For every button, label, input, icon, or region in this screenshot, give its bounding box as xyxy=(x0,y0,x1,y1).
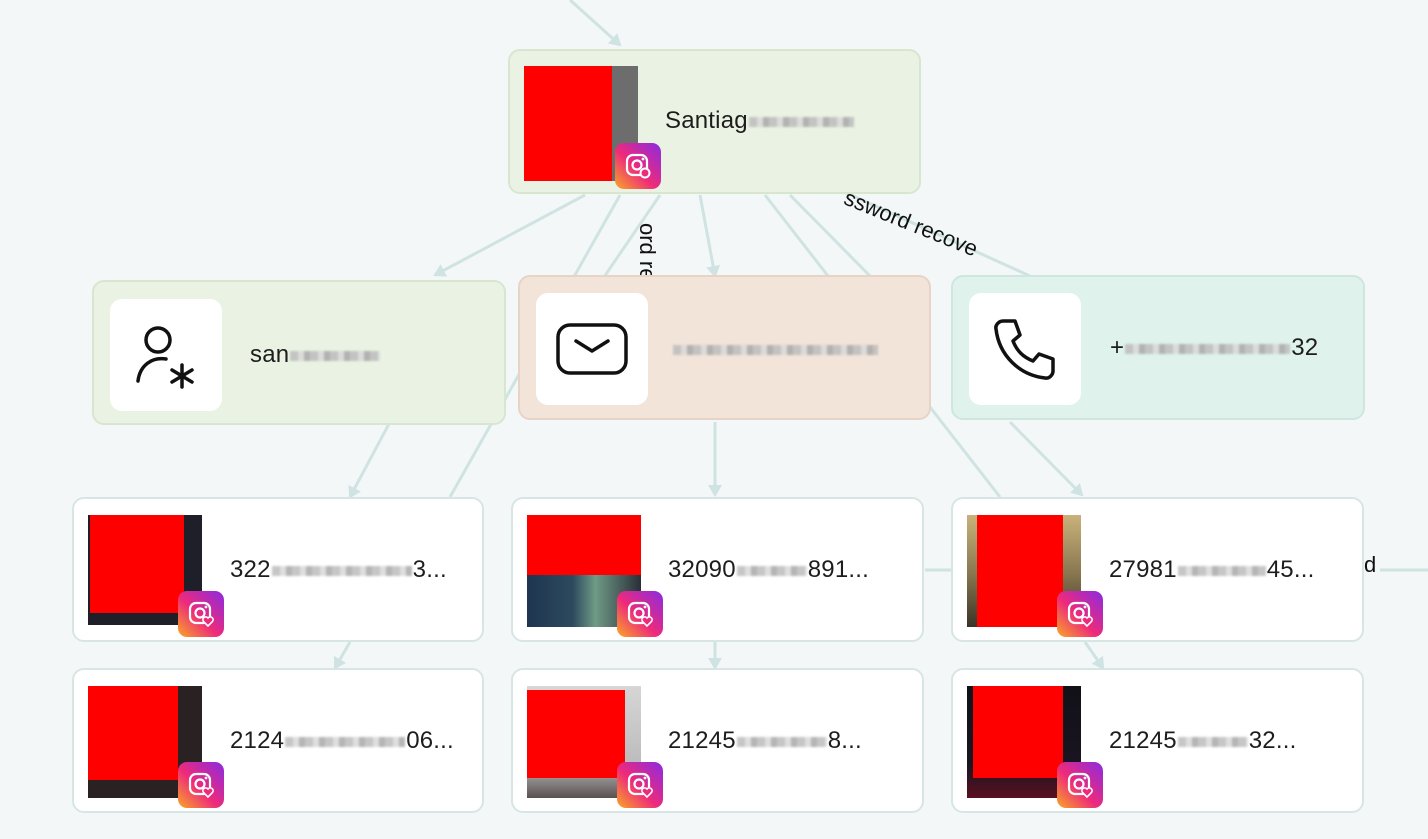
instagram-post-icon xyxy=(178,762,224,808)
post-id: 2124 06... xyxy=(230,727,454,755)
phone-node[interactable]: +32 xyxy=(951,275,1365,420)
email-value xyxy=(672,335,879,363)
post-id-start: 2124 xyxy=(230,727,285,754)
username-visible: san xyxy=(250,341,290,368)
post-id: 21245 8... xyxy=(668,727,862,755)
blurred-text xyxy=(285,736,406,747)
blurred-text xyxy=(1177,736,1248,747)
blurred-text xyxy=(736,736,827,747)
post-id-start: 27981 xyxy=(1109,556,1177,583)
blurred-text xyxy=(736,565,807,576)
phone-suffix: 32 xyxy=(1291,334,1319,361)
redaction-block xyxy=(527,690,625,778)
phone-prefix: + xyxy=(1110,334,1125,361)
root-profile-node[interactable]: Santiag xyxy=(508,49,921,194)
instagram-post-icon xyxy=(1057,762,1103,808)
redaction-block xyxy=(973,686,1063,778)
root-profile-name: Santiag xyxy=(665,107,855,135)
post-node[interactable]: 21245 32... xyxy=(951,668,1364,813)
username-value: san xyxy=(250,341,381,369)
redaction-block xyxy=(90,515,184,613)
post-id-start: 21245 xyxy=(668,727,736,754)
redaction-block xyxy=(977,515,1063,627)
post-node[interactable]: 2124 06... xyxy=(72,668,484,813)
edge-label-right-stub: d xyxy=(1364,552,1377,577)
post-id-end: 06... xyxy=(406,727,454,754)
post-id: 21245 32... xyxy=(1109,727,1296,755)
username-node[interactable]: san xyxy=(92,280,506,425)
post-node[interactable]: 21245 8... xyxy=(511,668,924,813)
root-profile-name-visible: Santiag xyxy=(665,107,748,134)
post-node[interactable]: 27981 45... xyxy=(951,497,1364,642)
post-id-end: 891... xyxy=(807,556,869,583)
post-node[interactable]: 322 3... xyxy=(72,497,484,642)
user-asterisk-icon-box xyxy=(110,299,222,411)
redaction-block xyxy=(527,515,641,575)
post-id-end: 3... xyxy=(412,556,447,583)
post-id: 322 3... xyxy=(230,556,447,584)
envelope-icon-box xyxy=(536,293,648,405)
blurred-text xyxy=(1125,343,1291,354)
phone-icon xyxy=(994,319,1055,380)
instagram-post-icon xyxy=(178,591,224,637)
blurred-text xyxy=(290,350,381,361)
redaction-block xyxy=(524,66,612,181)
blurred-text xyxy=(748,116,854,127)
post-id-start: 32090 xyxy=(668,556,736,583)
post-node[interactable]: 32090 891... xyxy=(511,497,924,642)
post-id-start: 21245 xyxy=(1109,727,1177,754)
post-id-end: 45... xyxy=(1266,556,1315,583)
blurred-text xyxy=(271,565,412,576)
phone-value: +32 xyxy=(1110,334,1318,362)
post-id-end: 8... xyxy=(827,727,862,754)
blurred-text xyxy=(673,344,878,355)
post-id: 27981 45... xyxy=(1109,556,1314,584)
instagram-post-icon xyxy=(617,591,663,637)
post-id-start: 322 xyxy=(230,556,271,583)
phone-icon-box xyxy=(969,293,1081,405)
envelope-icon xyxy=(556,323,628,375)
instagram-profile-icon xyxy=(615,143,661,189)
post-id: 32090 891... xyxy=(668,556,869,584)
redaction-block xyxy=(88,686,178,780)
user-asterisk-icon xyxy=(136,326,194,389)
instagram-post-icon xyxy=(1057,591,1103,637)
post-thumbnail xyxy=(967,686,1081,798)
blurred-text xyxy=(1177,565,1266,576)
email-node[interactable] xyxy=(518,275,931,420)
post-id-end: 32... xyxy=(1248,727,1297,754)
instagram-post-icon xyxy=(617,762,663,808)
